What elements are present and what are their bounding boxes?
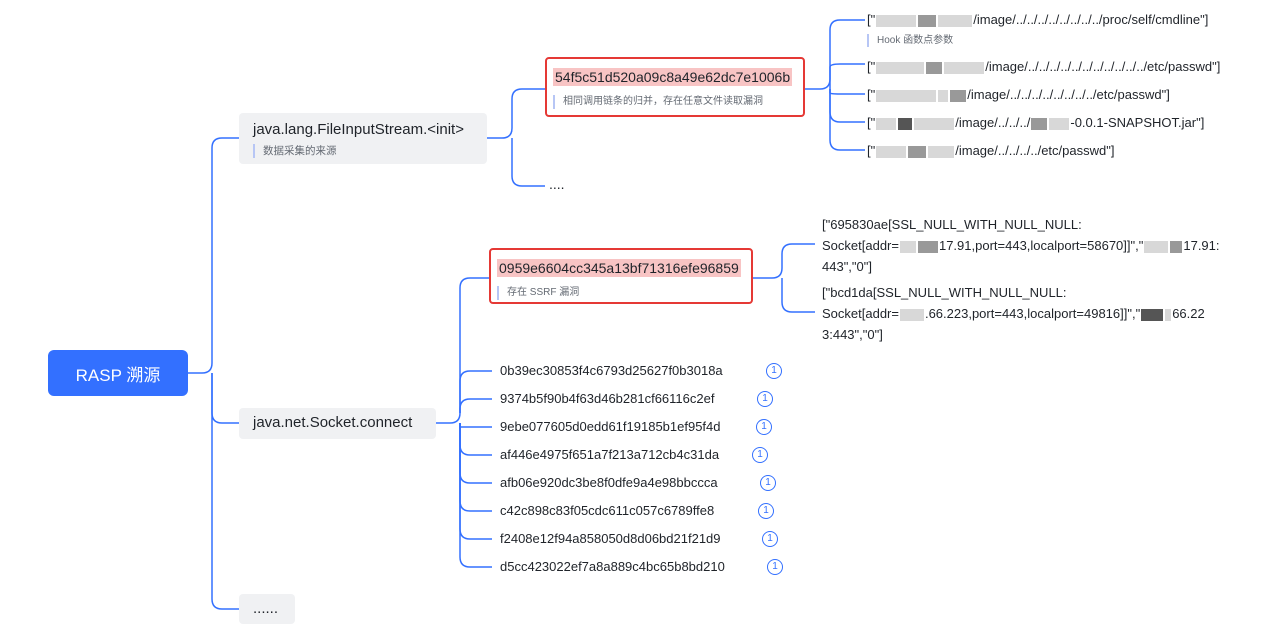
arg-leaf-4[interactable]: [" /image/../../../ -0.0.1-SNAPSHOT.jar"] [867,114,1204,131]
arg-leaf-1[interactable]: [" /image/../../../../../../../../proc/se… [867,11,1208,28]
hash-item[interactable]: f2408e12f94a858050d8d06bd21f21d9 [500,531,721,546]
ssrf-line: Socket[addr=.66.223,port=443,localport=4… [822,306,1205,321]
arg-leaf-5[interactable]: [" /image/../../../../etc/passwd"] [867,142,1114,159]
arg-prefix: [" [867,59,876,74]
root-node[interactable]: RASP 溯源 [48,350,188,396]
ssrf-arg-1[interactable]: ["695830ae[SSL_NULL_WITH_NULL_NULL: Sock… [822,214,1220,277]
hash-item[interactable]: af446e4975f651a7f213a712cb4c31da [500,447,720,462]
node-title: java.lang.FileInputStream.<init> [253,121,464,138]
hash-item[interactable]: d5cc423022ef7a8a889c4bc65b8bd210 [500,559,725,574]
arg-mid: /image/../../../ [955,115,1031,130]
root-label: RASP 溯源 [75,365,161,385]
arg-prefix: [" [867,87,876,102]
ssrf-line: Socket[addr=17.91,port=443,localport=586… [822,238,1220,253]
ssrf-line: 3:443","0"] [822,327,883,342]
arg-prefix: [" [867,115,876,130]
node-socket-connect[interactable]: java.net.Socket.connect [239,408,436,439]
hash-item[interactable]: c42c898c83f05cdc611c057c6789ffe8 [500,503,715,518]
count-badge[interactable]: 1 [762,531,778,547]
hash-item[interactable]: afb06e920dc3be8f0dfe9a4e98bbccca [500,475,718,490]
ssrf-line: ["bcd1da[SSL_NULL_WITH_NULL_NULL: [822,285,1067,300]
node-title: 54f5c51d520a09c8a49e62dc7e1006b [553,68,793,86]
node-note: 相同调用链条的归并，存在任意文件读取漏洞 [553,95,797,109]
count-badge[interactable]: 1 [758,503,774,519]
arg-suffix: /image/../../../../../../../../../../../… [985,59,1221,74]
ssrf-arg-2[interactable]: ["bcd1da[SSL_NULL_WITH_NULL_NULL: Socket… [822,282,1205,345]
node-title: java.net.Socket.connect [253,414,413,431]
node-hash-ssrf[interactable]: 0959e6604cc345a13bf71316efe96859 存在 SSRF… [489,248,753,304]
node-more-fis[interactable]: .... [549,176,565,192]
node-note: 数据采集的来源 [253,144,473,158]
node-more-root[interactable]: ...... [239,594,295,624]
node-note: 存在 SSRF 漏洞 [497,286,745,300]
count-badge[interactable]: 1 [752,447,768,463]
arg-suffix: /image/../../../../../../../../proc/self… [973,12,1209,27]
count-badge[interactable]: 1 [760,475,776,491]
arg-suffix: /image/../../../../../../../../etc/passw… [967,87,1170,102]
arg-note: Hook 函数点参数 [867,34,953,47]
hash-item[interactable]: 9374b5f90b4f63d46b281cf66116c2ef [500,391,715,406]
node-file-input-stream[interactable]: java.lang.FileInputStream.<init> 数据采集的来源 [239,113,487,164]
arg-prefix: [" [867,12,876,27]
count-badge[interactable]: 1 [757,391,773,407]
arg-leaf-2[interactable]: [" /image/../../../../../../../../../../.… [867,58,1220,75]
arg-suffix: -0.0.1-SNAPSHOT.jar"] [1070,115,1205,130]
hash-item[interactable]: 9ebe077605d0edd61f19185b1ef95f4d [500,419,721,434]
arg-prefix: [" [867,143,876,158]
count-badge[interactable]: 1 [756,419,772,435]
ssrf-line: ["695830ae[SSL_NULL_WITH_NULL_NULL: [822,217,1082,232]
count-badge[interactable]: 1 [767,559,783,575]
node-title: 0959e6604cc345a13bf71316efe96859 [497,259,741,277]
ssrf-line: 443","0"] [822,259,872,274]
node-title: ...... [253,600,279,617]
node-hash-file-read[interactable]: 54f5c51d520a09c8a49e62dc7e1006b 相同调用链条的归… [545,57,805,117]
hash-item[interactable]: 0b39ec30853f4c6793d25627f0b3018a [500,363,723,378]
arg-leaf-3[interactable]: [" /image/../../../../../../../../etc/pas… [867,86,1170,103]
arg-suffix: /image/../../../../etc/passwd"] [955,143,1115,158]
count-badge[interactable]: 1 [766,363,782,379]
